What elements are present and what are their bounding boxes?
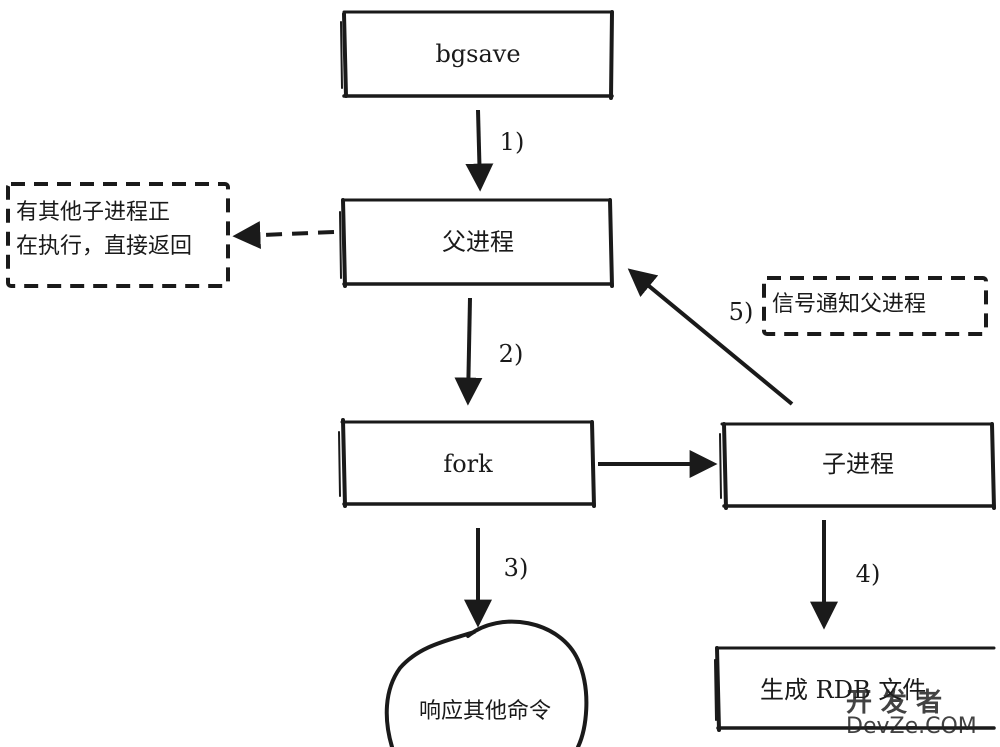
respond-label: 响应其他命令 xyxy=(418,699,552,724)
step-1-label: 1) xyxy=(499,128,525,156)
child-process-box xyxy=(719,422,996,510)
step-5-label: 5) xyxy=(728,298,754,326)
step-2-label: 2) xyxy=(498,340,524,368)
busy-note-line-1: 有其他子进程正 xyxy=(16,200,171,225)
arrow-step-5 xyxy=(627,268,794,406)
watermark-line-1: 开 发 者 xyxy=(846,688,943,718)
parent-process-box xyxy=(339,198,614,288)
generate-rdb-box xyxy=(714,646,996,732)
arrow-step-1 xyxy=(465,109,494,192)
step-4-label: 4) xyxy=(855,560,881,588)
busy-note-line-2: 在执行，直接返回 xyxy=(16,234,193,259)
step-3-label: 3) xyxy=(503,554,529,582)
bgsave-label: bgsave xyxy=(435,40,521,68)
bgsave-box xyxy=(340,10,614,100)
generate-rdb-label: 生成 RDB 文件 xyxy=(760,676,927,704)
busy-note: 有其他子进程正 在执行，直接返回 xyxy=(16,196,192,264)
busy-note-box xyxy=(6,182,230,288)
fork-box xyxy=(338,418,596,508)
signal-note: 信号通知父进程 xyxy=(772,292,927,317)
child-process-label: 子进程 xyxy=(822,450,894,478)
watermark-line-2: DevZe.COM xyxy=(846,714,977,739)
parent-process-label: 父进程 xyxy=(442,228,514,256)
fork-label: fork xyxy=(443,450,493,478)
arrow-step-2 xyxy=(454,297,483,406)
arrow-return-dashed xyxy=(232,221,335,250)
respond-blob xyxy=(384,619,589,747)
